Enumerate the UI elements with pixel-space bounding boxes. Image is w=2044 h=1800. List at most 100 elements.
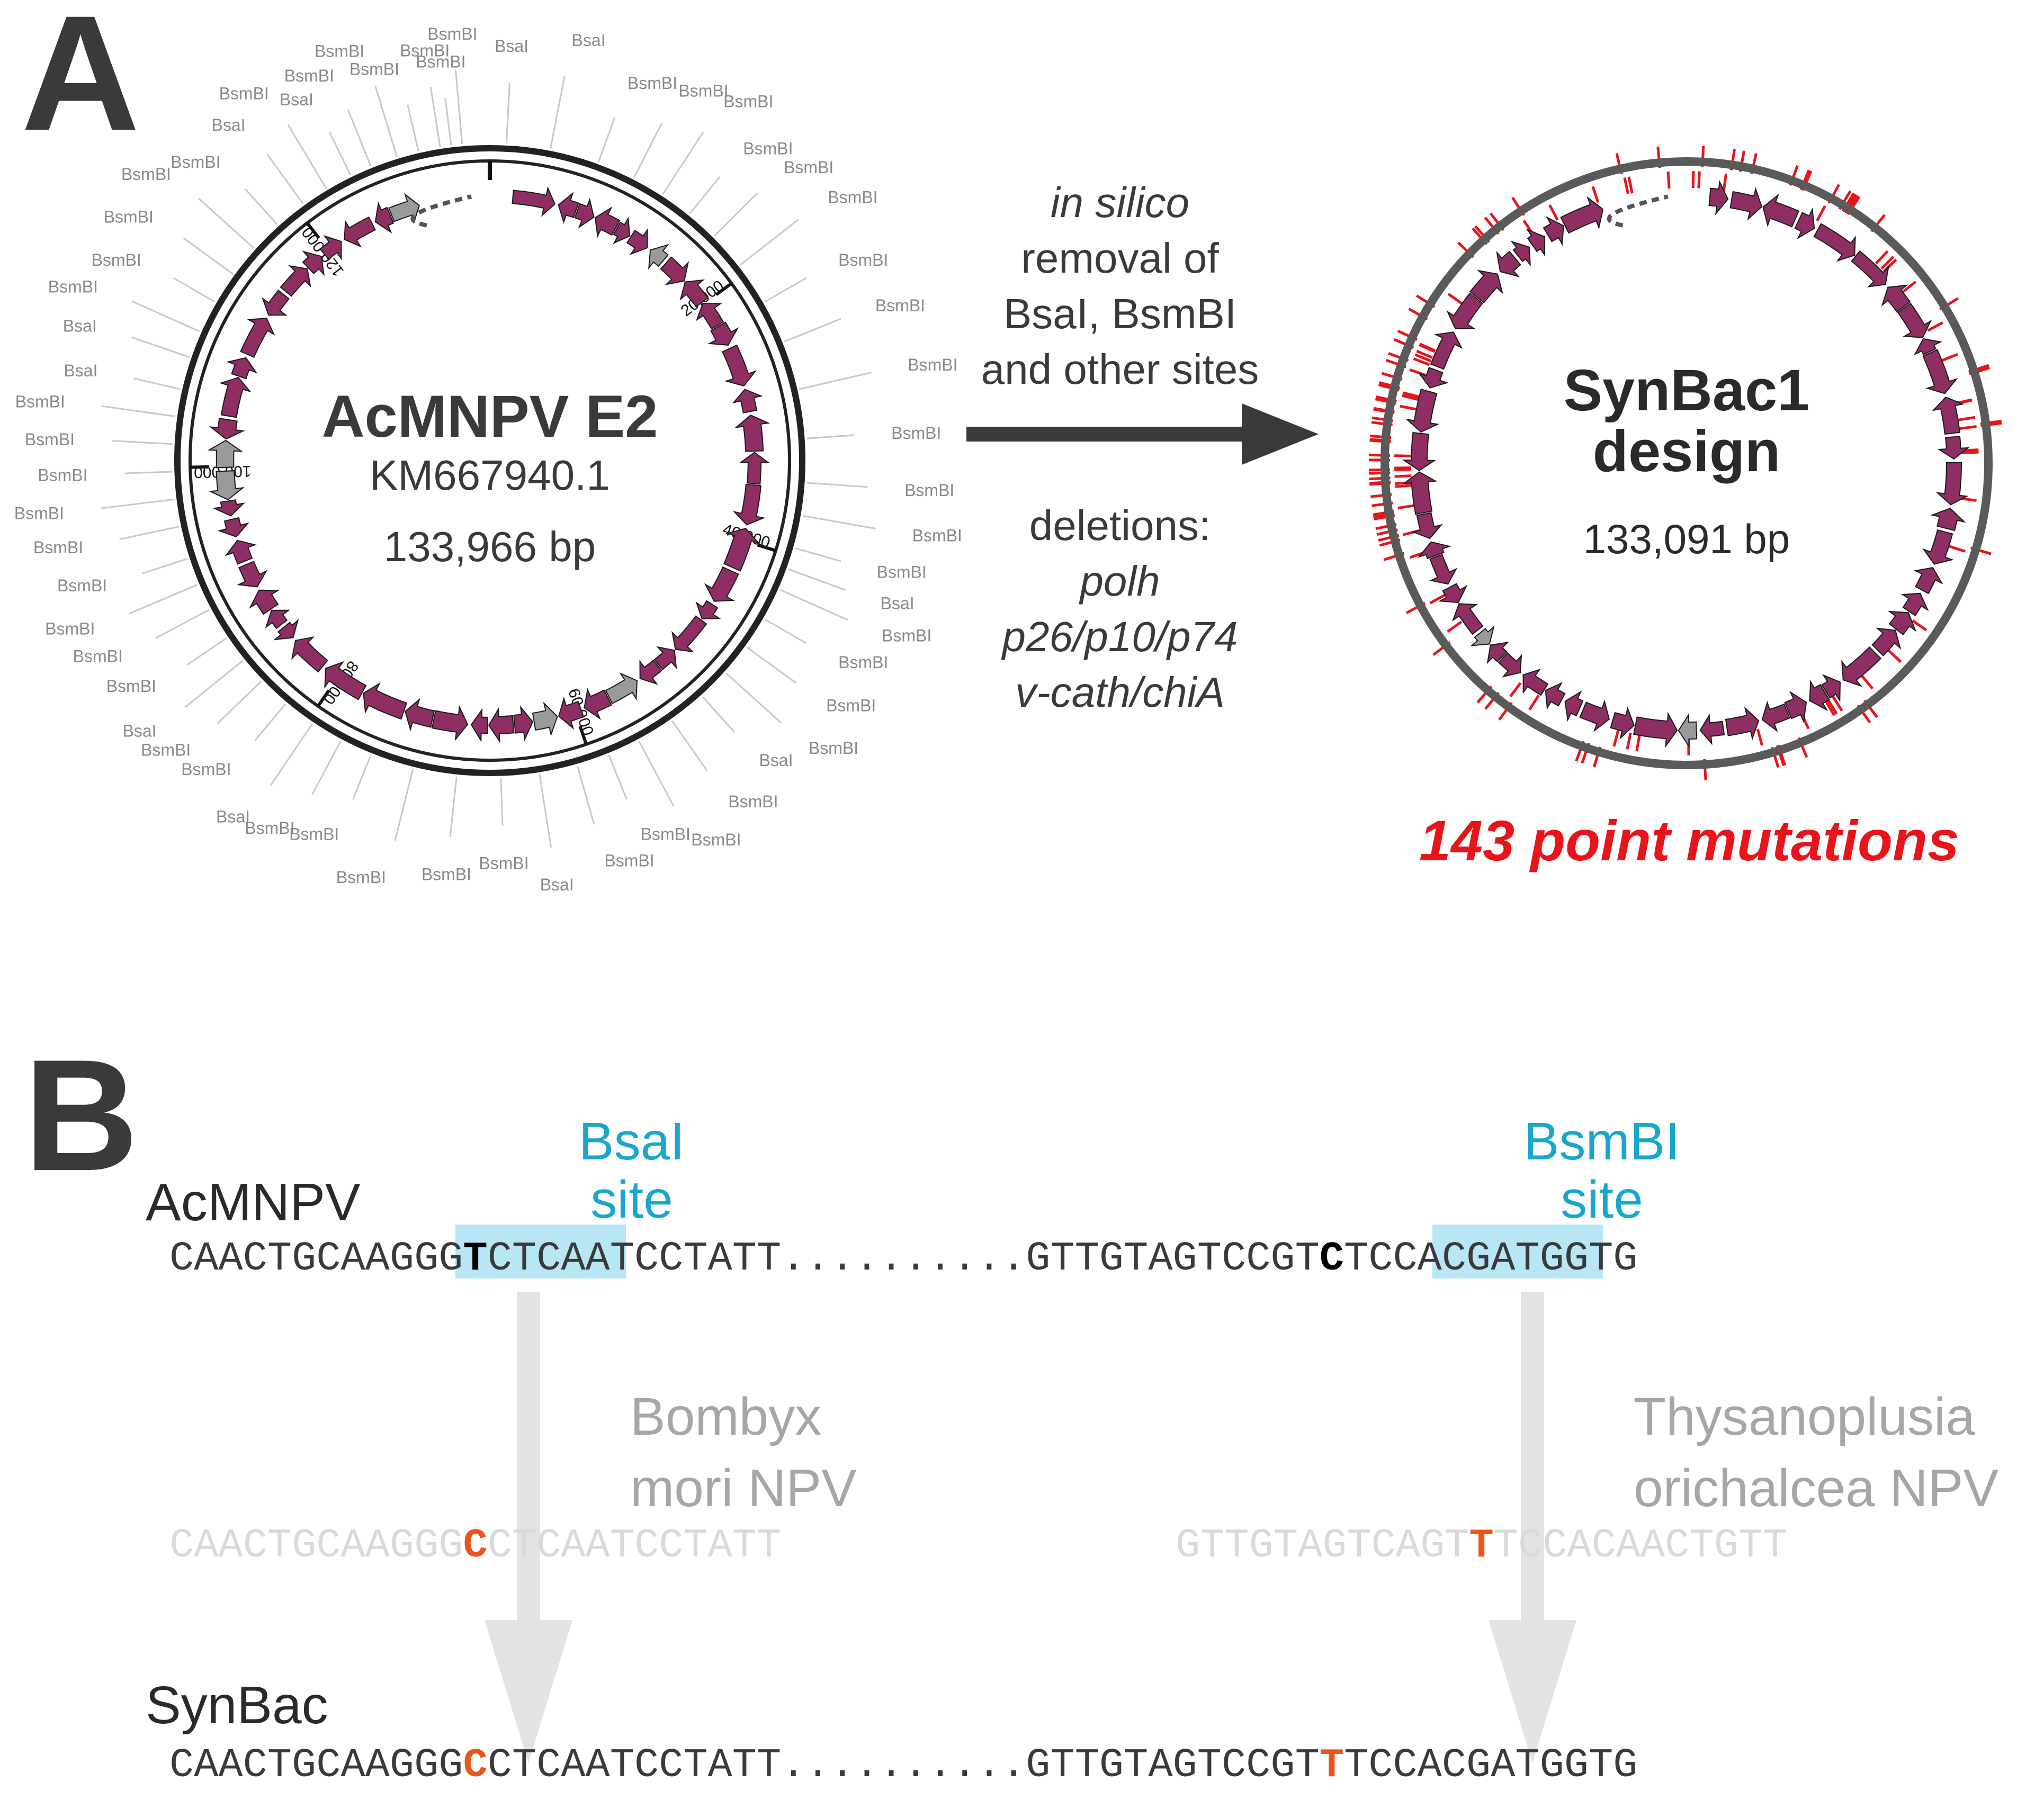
thysanoplusia-label-1: Thysanoplusia (1634, 1387, 1975, 1446)
site-label: BsmBI (106, 677, 156, 696)
site-label: BsmBI (25, 430, 75, 449)
site-label: BsmBI (826, 696, 876, 715)
gene-arrow (1526, 228, 1546, 257)
seq-left-pre: CAACTGCAAG (169, 1236, 414, 1282)
mutation-count: 143 point mutations (1419, 808, 1959, 872)
gene-arrows-synbac (1402, 179, 1970, 749)
bsai-site-label-1: BsaI (579, 1112, 685, 1171)
gene-arrow (739, 452, 770, 485)
gene-arrow (1761, 700, 1791, 732)
bsai-site-label-2: site (590, 1170, 673, 1229)
site-leader-line (505, 82, 510, 143)
gene-arrow (532, 701, 558, 737)
mutation-tick (1528, 695, 1540, 710)
gene-arrow (734, 415, 770, 452)
scale-tick (317, 689, 330, 707)
process-arrow-head (1242, 403, 1319, 465)
syn-right-mut: T (1320, 1743, 1344, 1789)
dashed-deletion-segment (410, 194, 472, 228)
gene-arrow (1417, 541, 1451, 560)
gene-arrow (1610, 706, 1635, 740)
gene-arrow (208, 470, 245, 500)
site-leader-line (155, 609, 210, 639)
site-leader-line (764, 618, 807, 644)
syn-right-pre: GTTGTAGTCCGT (1026, 1743, 1320, 1789)
gene-arrow (1560, 196, 1604, 234)
mutation-tick (1941, 353, 1959, 362)
site-label: BsmBI (728, 792, 778, 811)
mutation-tick (1413, 357, 1430, 366)
design-process: in silico removal of BsaI, BsmBI and oth… (966, 179, 1319, 716)
site-label: BsmBI (121, 165, 171, 184)
site-leader-line (784, 318, 841, 343)
site-leader-line (131, 300, 200, 332)
site-label: BsmBI (784, 158, 833, 177)
gene-arrow (1402, 471, 1438, 515)
mutation-tick (1880, 256, 1895, 270)
gene-arrow (388, 193, 420, 224)
site-label: BsmBI (891, 424, 941, 443)
gene-arrow (219, 376, 252, 418)
gene-arrow (207, 439, 243, 469)
site-label: BsmBI (908, 355, 957, 374)
gene-arrow (1708, 179, 1729, 215)
gene-arrows (207, 186, 770, 743)
mutation-tick (1394, 466, 1412, 470)
bombyx-label-1: Bombyx (630, 1387, 821, 1446)
site-label: BsaI (881, 593, 915, 613)
gene-arrow (1438, 583, 1468, 604)
gene-arrow (613, 217, 631, 245)
gene-arrow (1887, 610, 1917, 636)
gene-arrow (1699, 714, 1725, 745)
gene-arrow (1430, 331, 1463, 370)
design-name-line1: SynBac1 (1564, 358, 1810, 423)
genome-length: 133,966 bp (384, 523, 596, 570)
site-leader-line (714, 192, 758, 237)
site-label: BsmBI (422, 865, 471, 884)
site-leader-line (266, 154, 304, 204)
deletion-polh: polh (1079, 557, 1160, 605)
gene-arrow (648, 244, 669, 270)
gene-arrow (732, 483, 766, 526)
gene-arrow (488, 707, 515, 743)
scale-tick (578, 725, 588, 745)
site-label: BsaI (63, 316, 97, 335)
site-leader-line (129, 584, 198, 615)
gene-arrow (405, 698, 435, 732)
dashed-deletion-segment (1607, 194, 1669, 228)
bsai-highlight (455, 1225, 626, 1279)
site-leader-line (394, 768, 414, 841)
site-label: BsmBI (904, 481, 954, 500)
site-label: BsmBI (48, 277, 98, 296)
gene-arrow (594, 206, 621, 238)
gene-arrow (1446, 292, 1484, 330)
site-leader-line (689, 176, 721, 214)
gene-arrow (212, 499, 246, 517)
gene-arrow (671, 615, 707, 653)
process-text-2: removal of (1021, 235, 1219, 282)
gene-arrow (722, 344, 757, 387)
gene-arrow (584, 688, 613, 720)
gene-arrow (1579, 699, 1610, 732)
gene-arrow (1809, 680, 1830, 712)
site-label: BsaI (212, 115, 246, 134)
site-leader-line (407, 104, 419, 151)
mutation-tick (1548, 204, 1559, 221)
gene-arrow (217, 517, 249, 538)
gene-arrow (291, 636, 329, 673)
gene-arrow (237, 561, 268, 588)
gene-arrow (1470, 625, 1495, 646)
mutation-tick (1887, 649, 1902, 663)
gene-arrow (660, 256, 689, 285)
mutation-tick (1902, 281, 1917, 294)
gene-arrow (209, 418, 245, 440)
site-leader-line (124, 471, 173, 474)
mutation-tick (1722, 173, 1728, 191)
gene-arrow (1469, 269, 1503, 304)
syn-gap-dots: .......... (781, 1743, 1026, 1789)
seq-left-site-base: T (463, 1236, 488, 1282)
gene-arrow (626, 228, 648, 255)
gene-arrow (1729, 187, 1763, 221)
mutation-tick (1860, 674, 1874, 690)
